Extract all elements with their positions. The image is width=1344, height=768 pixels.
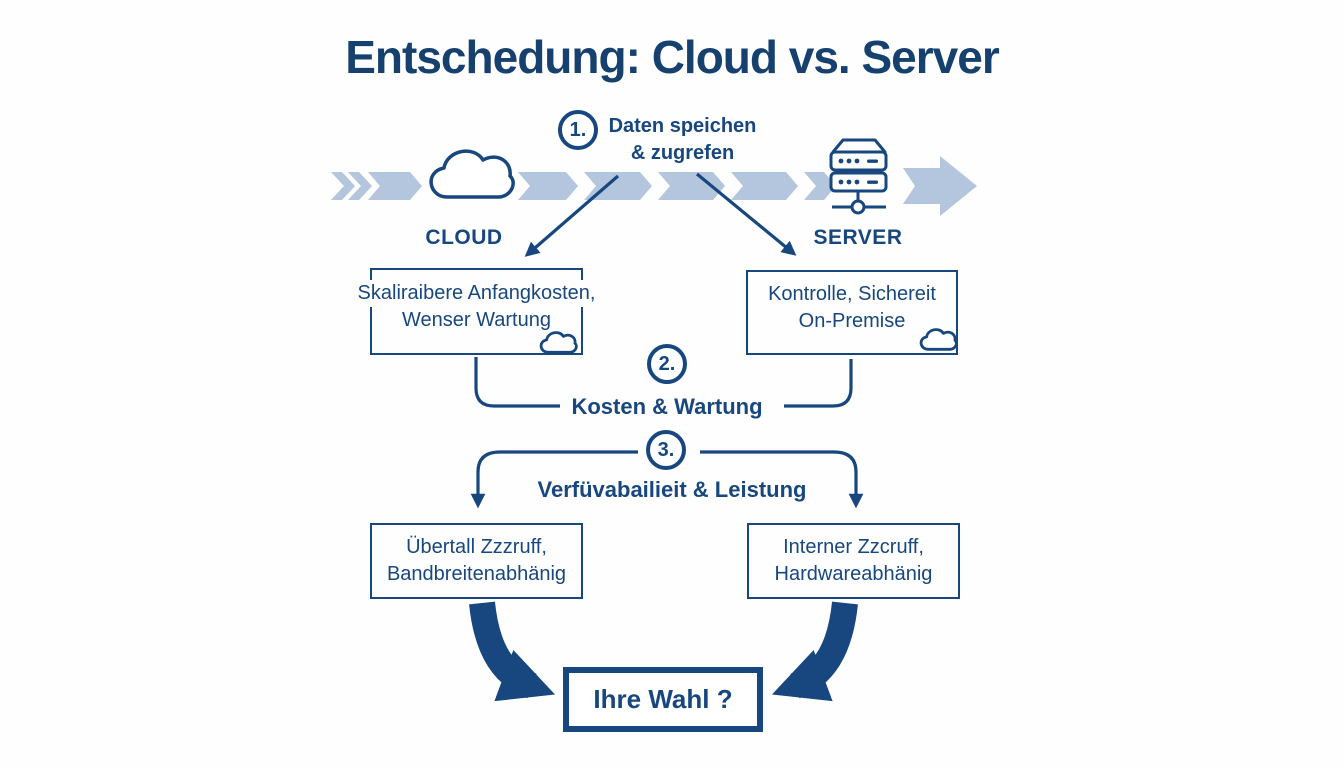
step-3-badge: 3. [646,430,686,470]
step-2-number: 2. [658,352,676,375]
server-lane-label: SERVER [813,226,903,249]
step-1-badge: 1. [558,110,598,150]
step-2-label: Kosten & Wartung [571,394,763,419]
connector-cloud-step2 [474,357,560,408]
server-branch-arrow [695,172,797,256]
cloud-cost-box: Skaliraibere Anfangkosten, Wenser Wartun… [354,268,599,355]
result-label: Ihre Wahl ? [593,684,733,714]
step-1-label: Daten speichen & zugrefen [608,115,757,164]
server-cost-line1: Kontrolle, Sichereit [768,282,936,305]
cloud-availability-line1: Übertall Zzzruff, [406,536,547,558]
connector-step3-left [470,450,638,509]
cloud-availability-box: Übertall Zzzruff, Bandbreitenabhänig [370,523,583,599]
server-availability-line1: Interner Zzcruff, [783,536,924,558]
server-availability-box: Interner Zzcruff, Hardwareabhänig [747,523,960,599]
step-3-number: 3. [657,438,675,461]
cloud-icon-small-left [539,331,578,354]
server-rack-icon [829,138,888,215]
step-1-number: 1. [569,118,587,141]
connector-step3-right [700,450,864,509]
merge-arrow-right [771,601,858,702]
merge-arrow-left [469,601,556,702]
step-2-badge: 2. [647,344,687,384]
server-availability-line2: Hardwareabhänig [774,563,933,585]
connector-server-step2 [784,359,853,408]
flow-end-arrow [903,156,977,216]
cloud-branch-arrow [524,174,620,257]
step-3-label: Verfüvabailieit & Leistung [537,477,807,502]
cloud-cost-line1: Skaliraibere Anfangkosten, [354,279,599,307]
server-cost-line2: On-Premise [798,309,906,332]
cloud-lane-label: CLOUD [425,226,503,249]
result-box: Ihre Wahl ? [563,667,763,732]
cloud-availability-line2: Bandbreitenabhänig [386,563,567,585]
chevron-flow-band [331,156,977,216]
server-cost-box: Kontrolle, Sichereit On-Premise [746,270,958,355]
page-title: Entschedung: Cloud vs. Server [345,31,999,83]
cloud-icon [429,149,515,199]
cloud-cost-line2: Wenser Wartung [402,308,551,331]
